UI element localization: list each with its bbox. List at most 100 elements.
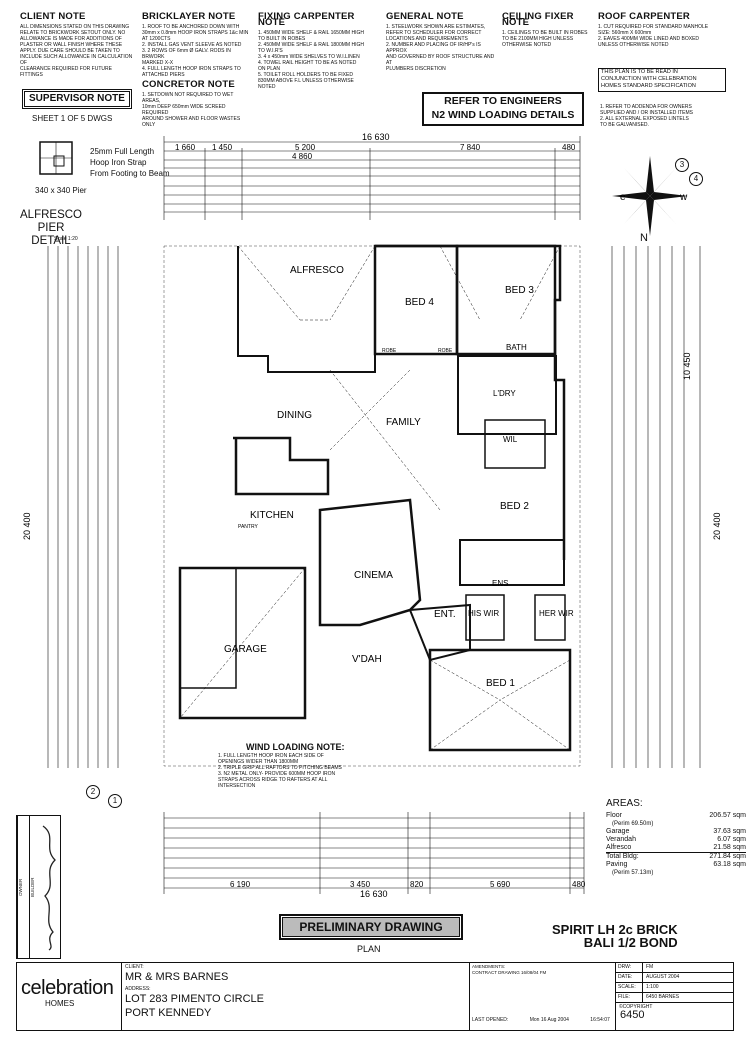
dim-right-10450: 10 450 (682, 352, 692, 380)
room-bed1: BED 1 (486, 678, 515, 689)
client-name: MR & MRS BARNES (125, 971, 229, 983)
design-name: SPIRIT LH 2c BRICK BALI 1/2 BOND (552, 923, 678, 949)
room-bed4: BED 4 (405, 297, 434, 308)
dim-top-3: 4 860 (292, 152, 313, 161)
dim-left-overall: 20 400 (22, 512, 32, 540)
client-note: CLIENT NOTE ALL DIMENSIONS STATED ON THIS… (20, 11, 135, 78)
room-ens: ENS (492, 579, 508, 588)
area-label: Floor (606, 812, 622, 819)
plan-label: PLAN (357, 944, 381, 954)
dim-bottom-1: 6 190 (230, 880, 251, 889)
room-family: FAMILY (386, 417, 421, 428)
client-note-title: CLIENT NOTE (20, 11, 86, 22)
room-robe-2: ROBE (438, 348, 453, 354)
pier-title: ALFRESCO PIER DETAIL (20, 209, 82, 247)
address-line2: PORT KENNEDY (125, 1007, 212, 1019)
room-her-wir: HER WIR (539, 609, 574, 618)
dim-top-5: 7 840 (460, 143, 481, 152)
area-value: 37.63 sqm (713, 828, 746, 835)
roof-carpenter-body: 1. CUT REQUIRED FOR STANDARD MANHOLE SIZ… (598, 24, 709, 48)
room-ent: ENT. (434, 609, 456, 620)
last-opened: LAST OPENED: Mon 16 Aug 2004 16:54:07 (472, 1017, 610, 1023)
ceiling-fixer-title: CEILING FIXER NOTE (502, 11, 574, 28)
client-note-body: ALL DIMENSIONS STATED ON THIS DRAWING RE… (20, 24, 133, 78)
pier-scale: Scale 1:20 (54, 236, 78, 242)
design-name-line2: BALI 1/2 BOND (583, 935, 678, 950)
signature-box: OWNER BUILDER (16, 815, 61, 959)
sig-owner-label: OWNER (17, 816, 28, 958)
dim-right-overall: 20 400 (712, 512, 722, 540)
area-label: Alfresco (606, 844, 632, 851)
circle-4: 4 (689, 172, 703, 186)
dim-top-1: 1 660 (175, 143, 196, 152)
meta-key: DATE: (616, 973, 643, 982)
dim-overall-top: 16 630 (362, 132, 390, 142)
general-note: GENERAL NOTE 1. STEELWORK SHOWN ARE ESTIM… (386, 11, 498, 72)
area-row: Paving 63.18 sqm (606, 861, 746, 869)
drawing-meta: DRW:FM DATE:AUGUST 2004 SCALE:1:100 FILE… (615, 963, 734, 1030)
area-value: 63.18 sqm (713, 861, 746, 868)
area-label: Paving (606, 861, 628, 868)
dim-bottom-3: 820 (410, 880, 424, 889)
circle-1: 1 (108, 794, 122, 808)
room-cinema: CINEMA (354, 570, 393, 581)
area-value: 206.57 sqm (709, 812, 746, 819)
room-ldry: L'DRY (493, 389, 516, 398)
celebration-logo: celebration (21, 977, 114, 999)
drawing-number: 6450 (620, 1009, 645, 1021)
sig-builder-label: BUILDER (29, 816, 40, 958)
area-row: Floor 206.57 sqm (606, 812, 746, 820)
celebration-logo-sub: HOMES (45, 999, 75, 1008)
concretor-body: 1. SETDOWN NOT REQUIRED TO WET AREAS, 10… (142, 92, 241, 128)
area-label: Garage (606, 828, 630, 835)
room-alfresco: ALFRESCO (290, 265, 344, 276)
last-opened-date: Mon 16 Aug 2004 (529, 1017, 569, 1023)
general-note-title: GENERAL NOTE (386, 11, 464, 22)
room-vdah: V'DAH (352, 654, 382, 665)
pier-detail-drawing (39, 141, 73, 175)
area-value: 6.07 sqm (717, 836, 746, 843)
area-label: Total Bldg: (606, 853, 639, 860)
compass-n: N (640, 232, 648, 244)
bottom-dims: 6 190 3 450 820 5 690 480 16 630 (163, 812, 586, 898)
room-bed3: BED 3 (505, 285, 534, 296)
address-label: ADDRESS: (125, 986, 151, 992)
meta-key: FILE: (616, 993, 643, 1002)
meta-date: DATE:AUGUST 2004 (616, 973, 734, 983)
amendments-cell: AMENDMENTS: CONTRACT DRAWING 16/08/04 FM (469, 963, 614, 1030)
room-pantry: PANTRY (238, 524, 258, 530)
dim-top-2: 1 450 (212, 143, 233, 152)
areas-title: AREAS: (606, 798, 643, 809)
wind-body: 1. FULL LENGTH HOOP IRON EACH SIDE OF OP… (218, 753, 342, 789)
preliminary-drawing-stamp: PRELIMINARY DRAWING (279, 914, 463, 940)
room-his-wir: HIS WIR (468, 609, 499, 618)
meta-value: AUGUST 2004 (646, 974, 680, 980)
room-bath: BATH (506, 343, 527, 352)
roof-carpenter-note: ROOF CARPENTER 1. CUT REQUIRED FOR STANDA… (598, 11, 723, 48)
amendments-text: CONTRACT DRAWING 16/08/04 FM (472, 970, 547, 975)
roof-carpenter-title: ROOF CARPENTER (598, 11, 690, 22)
circle-3: 3 (675, 158, 689, 172)
room-robe-1: ROBE (382, 348, 397, 354)
general-note-body: 1. STEELWORK SHOWN ARE ESTIMATES, REFER … (386, 24, 495, 72)
meta-value: 6450 BARNES (646, 994, 680, 1000)
address-line1: LOT 283 PIMENTO CIRCLE (125, 993, 264, 1005)
celebration-spec-note: THIS PLAN IS TO BE READ IN CONJUNCTION W… (598, 68, 726, 92)
room-garage: GARAGE (224, 644, 267, 655)
dim-bottom-4: 5 690 (490, 880, 511, 889)
floor-plan: 16 630 1 660 1 450 4 860 5 200 7 840 480… (22, 132, 722, 768)
design-name-line1: SPIRIT LH 2c BRICK (552, 922, 678, 937)
fixing-carpenter-body: 1. 450MM WIDE SHELF & RAIL 1650MM HIGH T… (258, 30, 364, 90)
area-label: (Perim 57.13m) (612, 870, 654, 876)
room-dining: DINING (277, 410, 312, 421)
compass: e w (612, 156, 688, 236)
meta-file: FILE:6450 BARNES (616, 993, 734, 1003)
meta-value: ©COPYRIGHT (619, 1004, 653, 1010)
pier-size: 340 x 340 Pier (35, 186, 87, 195)
